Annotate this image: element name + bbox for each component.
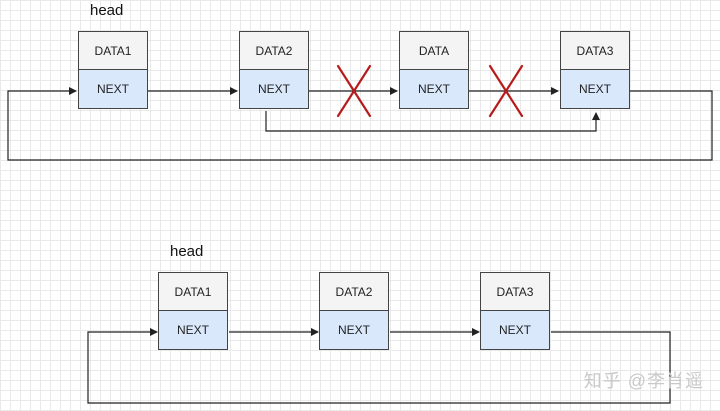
node-data-cell: DATA2 [319,272,389,311]
node-data-cell: DATA2 [239,31,309,70]
bottom-node-2: DATA2 NEXT [319,272,389,350]
node-next-cell: NEXT [319,311,389,350]
top-node-1: DATA1 NEXT [78,31,148,109]
node-next-cell: NEXT [480,311,550,350]
node-next-cell: NEXT [78,70,148,109]
node-next-cell: NEXT [158,311,228,350]
edge-data3-loop-to-data1 [7,87,713,161]
edge-b-data3-loop-to-data1 [87,328,671,404]
top-node-3-removed: DATA NEXT [399,31,469,109]
node-data-cell: DATA [399,31,469,70]
node-data-cell: DATA1 [158,272,228,311]
top-node-4: DATA3 NEXT [560,31,630,109]
cross-mark-1 [336,64,372,118]
watermark-text: 知乎 @李肖遥 [583,371,704,391]
head-label-bottom: head [170,243,204,260]
node-data-cell: DATA3 [560,31,630,70]
cross-mark-2 [488,64,524,118]
head-label-top: head [90,2,124,19]
top-node-2: DATA2 NEXT [239,31,309,109]
bottom-node-1: DATA1 NEXT [158,272,228,350]
edge-data2-bypass-to-data3 [265,111,600,132]
node-next-cell: NEXT [399,70,469,109]
node-next-cell: NEXT [560,70,630,109]
node-data-cell: DATA1 [78,31,148,70]
bottom-node-3: DATA3 NEXT [480,272,550,350]
node-data-cell: DATA3 [480,272,550,311]
node-next-cell: NEXT [239,70,309,109]
